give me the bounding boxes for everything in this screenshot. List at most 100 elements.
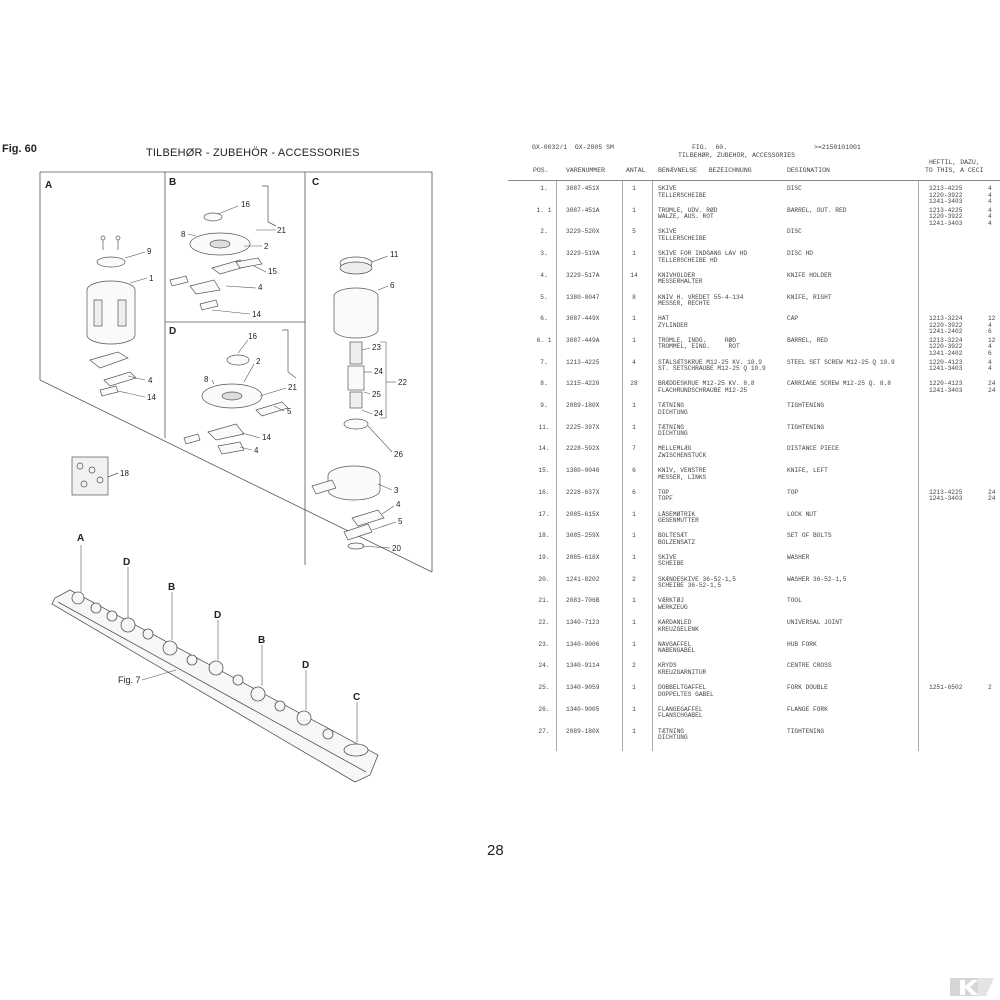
row-valid-count-3: 6 (988, 349, 992, 357)
row-description-da: TOP (658, 488, 670, 496)
row-quantity: 2 (632, 662, 636, 670)
row-description-da: TROMLE, UDV. RØD (658, 206, 718, 214)
row-valid-count-2: 24 (988, 495, 996, 503)
row-description-de: ZYLINDER (658, 321, 688, 329)
row-quantity: 1 (632, 402, 636, 409)
row-part-number: 1380-0047 (566, 293, 600, 301)
exploded-diagram: A B C D 9 1 4 14 18 (39, 171, 433, 783)
row-designation: DISC (787, 228, 802, 236)
section-letter-a: A (45, 180, 52, 191)
section-letter-d: D (169, 326, 176, 337)
row-part-number: 1340-9059 (566, 684, 600, 692)
row-designation: LOCK NUT (787, 510, 817, 518)
row-valid-count-1: 24 (988, 380, 996, 388)
row-pos: 3. (540, 250, 548, 258)
row-description-de: MESSERHALTER (658, 278, 703, 286)
row-quantity: 1 (632, 315, 636, 323)
row-designation: WASHER 36-52-1,5 (787, 575, 847, 583)
callout-c-24b: 24 (374, 409, 383, 418)
row-quantity: 1 (632, 553, 636, 561)
row-designation: TOOL (787, 597, 802, 605)
bar-marker-4: D (214, 610, 221, 621)
row-designation: KNIFE, RIGHT (787, 293, 832, 301)
row-description-de: ZWISCHENSTUCK (658, 451, 707, 459)
col-designation: DESIGNATION (787, 167, 830, 174)
row-valid-serial-3: 1241-2402 (929, 349, 963, 357)
callout-c-24: 24 (374, 367, 383, 376)
row-designation: KNIFE, LEFT (787, 467, 828, 475)
row-description-da: LÅSEMØTRIK (658, 510, 696, 518)
col-valid-line1: HEFTIL, DAZU, (929, 159, 980, 166)
row-description-de: TROMMEL, EING. ROT (658, 343, 740, 351)
row-designation: DISC HD (787, 250, 813, 258)
row-pos: 17. (538, 510, 550, 518)
row-quantity: 1 (632, 727, 636, 735)
row-description-da: NAVGAFFEL (658, 640, 692, 648)
bar-marker-5: B (258, 635, 265, 646)
column-headers: POS. VARENUMMER ANTAL BENÆVNELSE BEZEICH… (505, 158, 1000, 180)
bar-marker-3: B (168, 582, 175, 593)
row-description-da: FLANGEGAFFEL (658, 705, 703, 713)
row-pos: 23. (538, 640, 550, 648)
row-designation: CAP (787, 315, 799, 323)
row-part-number: 3229-519A (566, 250, 600, 258)
row-valid-count-2: 24 (988, 386, 996, 394)
row-description-da: KRYDS (658, 662, 677, 670)
list-figure: FIG. 60. (692, 144, 728, 151)
row-description-da: KARDANLED (658, 619, 692, 626)
row-pos: 2. (540, 228, 548, 236)
row-description-de: MESSER, RECHTE (658, 300, 710, 307)
callout-c-5: 5 (398, 517, 403, 526)
row-description-de: DOPPELTES GABEL (658, 690, 714, 698)
assembly-b-leaders (187, 205, 276, 315)
row-pos: 11. (538, 423, 550, 431)
row-part-number: 3229-520X (566, 228, 600, 236)
row-description-da: HAT (658, 315, 670, 323)
column-divider-2 (622, 181, 623, 751)
assembly-b-drawing (169, 185, 277, 311)
row-description-da: TÆTNING (658, 402, 684, 409)
row-pos: 6. 1 (536, 336, 552, 344)
row-pos: 1. 1 (536, 206, 552, 214)
row-description-de: ST. SETSCHRAUBE M12-25 Q 10.9 (658, 365, 766, 373)
callout-c-23: 23 (372, 343, 381, 352)
row-valid-count-3: 4 (988, 219, 992, 227)
row-description-da: KNIV H. VREDET 55-4-134 (658, 293, 744, 301)
row-description-da: MELLEMLÆG (658, 445, 692, 453)
row-part-number: 1340-9114 (566, 662, 600, 670)
callout-c-26: 26 (394, 450, 403, 459)
row-part-number: 3087-451A (566, 206, 600, 214)
callout-b-14: 14 (252, 310, 261, 319)
row-description-de: SCHEIBE 36-52-1,5 (658, 582, 722, 590)
row-description-da: BOLTESÆT (658, 532, 688, 540)
row-pos: 20. (538, 575, 550, 583)
callout-c-4: 4 (396, 500, 401, 509)
callout-b-16: 16 (241, 200, 250, 209)
row-valid-serial-1: 1213-3224 (929, 336, 963, 344)
row-part-number: 1241-8202 (566, 575, 600, 583)
row-valid-serial-2: 1241-3403 (929, 386, 963, 394)
row-part-number: 3085-259X (566, 532, 600, 540)
callout-c-25: 25 (372, 390, 381, 399)
row-valid-serial-2: 1220-3922 (929, 213, 963, 221)
row-quantity: 1 (632, 532, 636, 540)
row-pos: 22. (538, 619, 550, 626)
callout-d-14: 14 (262, 433, 271, 442)
row-valid-count-1: 4 (988, 358, 992, 366)
row-description-da: SKIVE (658, 553, 677, 561)
row-designation: KNIFE HOLDER (787, 271, 832, 279)
row-valid-count-1: 4 (988, 206, 992, 214)
column-divider-4 (918, 181, 919, 751)
header-rule (508, 180, 1000, 181)
row-description-de: DICHTUNG (658, 408, 688, 416)
row-pos: 1. (540, 185, 548, 192)
